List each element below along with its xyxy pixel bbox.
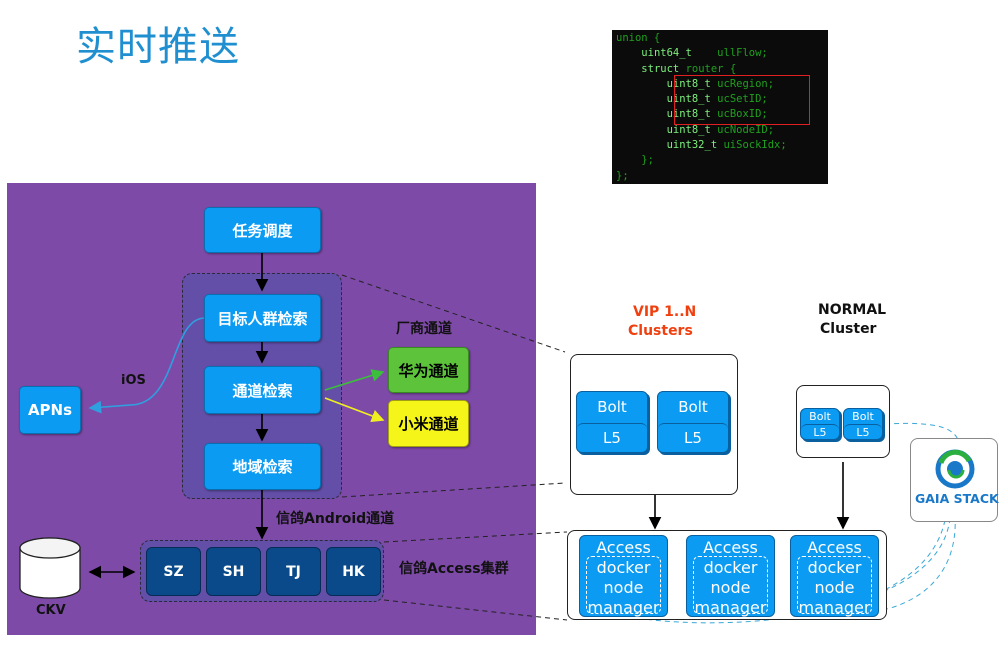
gaia-stack-logo-box: GAIA STACK [910,438,999,522]
normal-cluster-title: NORMAL [818,302,887,318]
gaia-logo-icon [935,449,975,489]
access-cluster-label: 信鸽Access集群 [399,561,509,577]
highlight-box [674,75,810,125]
ckv-label: CKV [36,603,66,618]
gaia-stack-label: GAIA STACK [915,491,999,506]
dc-box-tj: TJ [266,547,321,596]
code-snippet: union { uint64_t ullFlow; struct router … [612,30,828,184]
ios-label: iOS [121,373,146,388]
dc-box-sh: SH [206,547,261,596]
vip-clusters-subtitle: Clusters [628,323,693,339]
page-title: 实时推送 [76,24,240,70]
vip-clusters-title: VIP 1..N [633,304,697,320]
normal-cluster-subtitle: Cluster [820,321,877,337]
xiaomi-channel-box: 小米通道 [388,400,469,447]
channel-search-box: 通道检索 [204,366,321,414]
target-audience-search-box: 目标人群检索 [204,294,321,342]
huawei-channel-box: 华为通道 [388,347,469,393]
region-search-box: 地域检索 [204,443,321,490]
apns-box: APNs [19,386,81,434]
vendor-channel-label: 厂商通道 [396,321,452,337]
android-channel-label: 信鸽Android通道 [276,511,395,527]
dc-box-hk: HK [326,547,381,596]
task-scheduling-box: 任务调度 [204,207,321,253]
dc-box-sz: SZ [146,547,201,596]
